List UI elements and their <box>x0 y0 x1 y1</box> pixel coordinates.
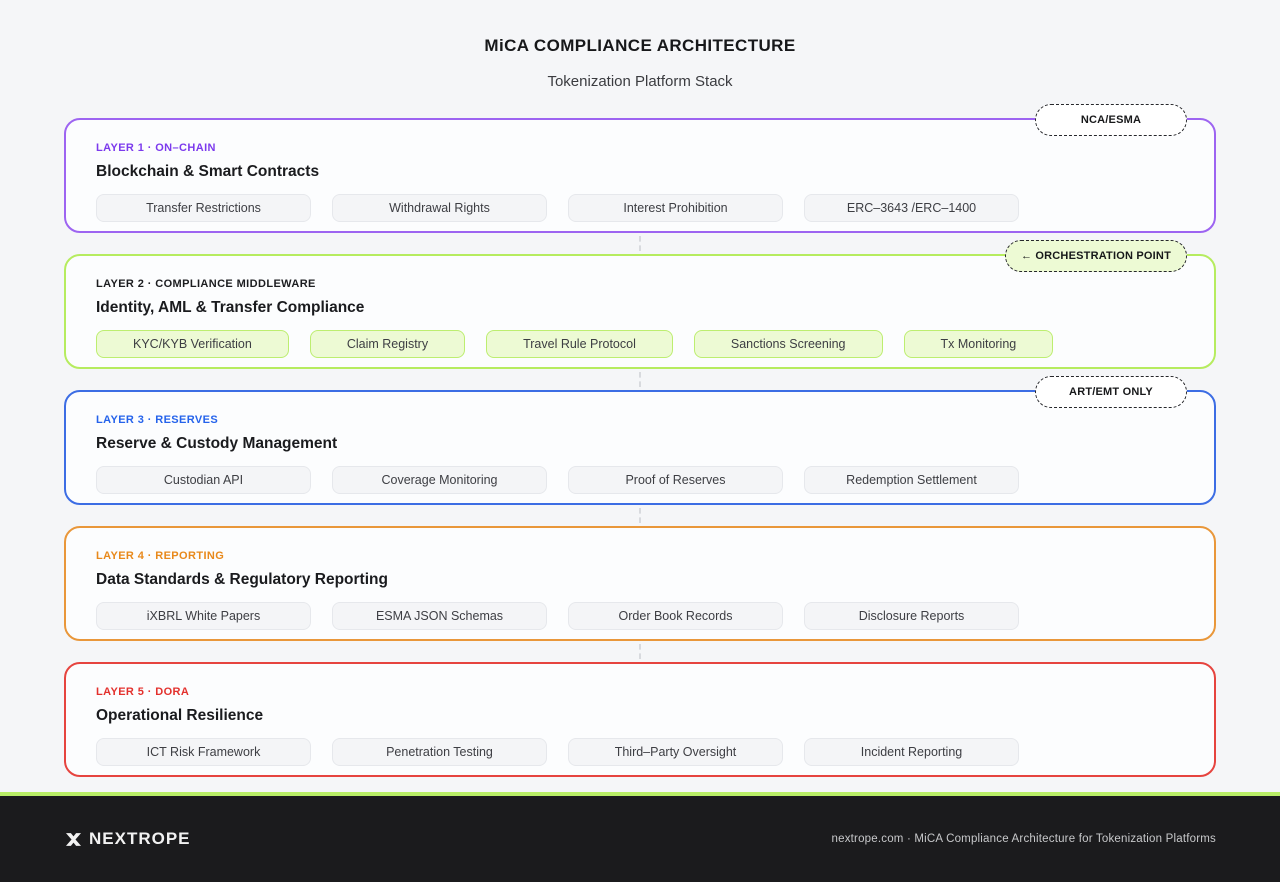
chip-withdrawal-rights: Withdrawal Rights <box>332 194 547 222</box>
chip-redemption-settlement: Redemption Settlement <box>804 466 1019 494</box>
brand-name: NEXTROPE <box>89 829 191 848</box>
chip-disclosure-reports: Disclosure Reports <box>804 602 1019 630</box>
layer-heading: Reserve & Custody Management <box>96 435 338 452</box>
layer-card-reporting: LAYER 4 · REPORTING Data Standards & Reg… <box>64 526 1216 641</box>
footer-accent-strip <box>0 792 1280 796</box>
badge-orchestration-point: ← ORCHESTRATION POINT <box>1004 240 1187 272</box>
chip-tx-monitoring: Tx Monitoring <box>903 330 1054 358</box>
layer-heading: Blockchain & Smart Contracts <box>96 163 320 180</box>
layer-label: LAYER 5 · DORA <box>96 686 190 698</box>
layer-card-onchain: NCA/ESMA LAYER 1 · ON–CHAIN Blockchain &… <box>64 104 1216 233</box>
chip-row: iXBRL White Papers ESMA JSON Schemas Ord… <box>96 602 1184 630</box>
diagram-area: MiCA COMPLIANCE ARCHITECTURE Tokenizatio… <box>64 36 1216 777</box>
layer-card-dora: LAYER 5 · DORA Operational Resilience IC… <box>64 662 1216 777</box>
layer-label: LAYER 4 · REPORTING <box>96 550 225 562</box>
chip-kyc-kyb-verification: KYC/KYB Verification <box>96 330 289 358</box>
nextrope-brand: NEXTROPE <box>64 829 191 849</box>
footer-caption: nextrope.com · MiCA Compliance Architect… <box>831 833 1216 845</box>
layer-connector <box>639 372 641 387</box>
chip-row: KYC/KYB Verification Claim Registry Trav… <box>96 330 1184 358</box>
chip-coverage-monitoring: Coverage Monitoring <box>332 466 547 494</box>
chip-sanctions-screening: Sanctions Screening <box>693 330 883 358</box>
chip-interest-prohibition: Interest Prohibition <box>568 194 783 222</box>
layer-heading: Operational Resilience <box>96 707 264 724</box>
chip-row: Custodian API Coverage Monitoring Proof … <box>96 466 1184 494</box>
chip-proof-of-reserves: Proof of Reserves <box>568 466 783 494</box>
footer-bar: NEXTROPE nextrope.com · MiCA Compliance … <box>0 796 1280 882</box>
chip-transfer-restrictions: Transfer Restrictions <box>96 194 311 222</box>
layer-stack: NCA/ESMA LAYER 1 · ON–CHAIN Blockchain &… <box>64 104 1216 777</box>
page-subtitle: Tokenization Platform Stack <box>547 73 733 90</box>
badge-art-emt-only: ART/EMT ONLY <box>1035 376 1187 408</box>
layer-connector <box>639 644 641 659</box>
chip-penetration-testing: Penetration Testing <box>332 738 547 766</box>
chip-custodian-api: Custodian API <box>96 466 311 494</box>
layer-label: LAYER 3 · RESERVES <box>96 414 219 426</box>
chip-esma-json-schemas: ESMA JSON Schemas <box>332 602 547 630</box>
chip-erc-standards: ERC–3643 /ERC–1400 <box>804 194 1019 222</box>
chip-travel-rule-protocol: Travel Rule Protocol <box>486 330 673 358</box>
chip-ixbrl-white-papers: iXBRL White Papers <box>96 602 311 630</box>
chip-ict-risk-framework: ICT Risk Framework <box>96 738 311 766</box>
chip-order-book-records: Order Book Records <box>568 602 783 630</box>
chip-claim-registry: Claim Registry <box>309 330 466 358</box>
layer-label: LAYER 2 · COMPLIANCE MIDDLEWARE <box>96 278 316 290</box>
layer-connector <box>639 508 641 523</box>
layer-connector <box>639 236 641 251</box>
badge-nca-esma: NCA/ESMA <box>1035 104 1187 136</box>
chip-incident-reporting: Incident Reporting <box>804 738 1019 766</box>
layer-card-reserves: ART/EMT ONLY LAYER 3 · RESERVES Reserve … <box>64 376 1216 505</box>
layer-label: LAYER 1 · ON–CHAIN <box>96 142 216 154</box>
layer-heading: Data Standards & Regulatory Reporting <box>96 571 388 588</box>
chip-third-party-oversight: Third–Party Oversight <box>568 738 783 766</box>
chip-row: ICT Risk Framework Penetration Testing T… <box>96 738 1184 766</box>
page-title: MiCA COMPLIANCE ARCHITECTURE <box>484 36 796 55</box>
nextrope-logo-icon <box>64 830 83 849</box>
chip-row: Transfer Restrictions Withdrawal Rights … <box>96 194 1184 222</box>
layer-heading: Identity, AML & Transfer Compliance <box>96 299 365 316</box>
layer-card-middleware: ← ORCHESTRATION POINT LAYER 2 · COMPLIAN… <box>64 240 1216 369</box>
